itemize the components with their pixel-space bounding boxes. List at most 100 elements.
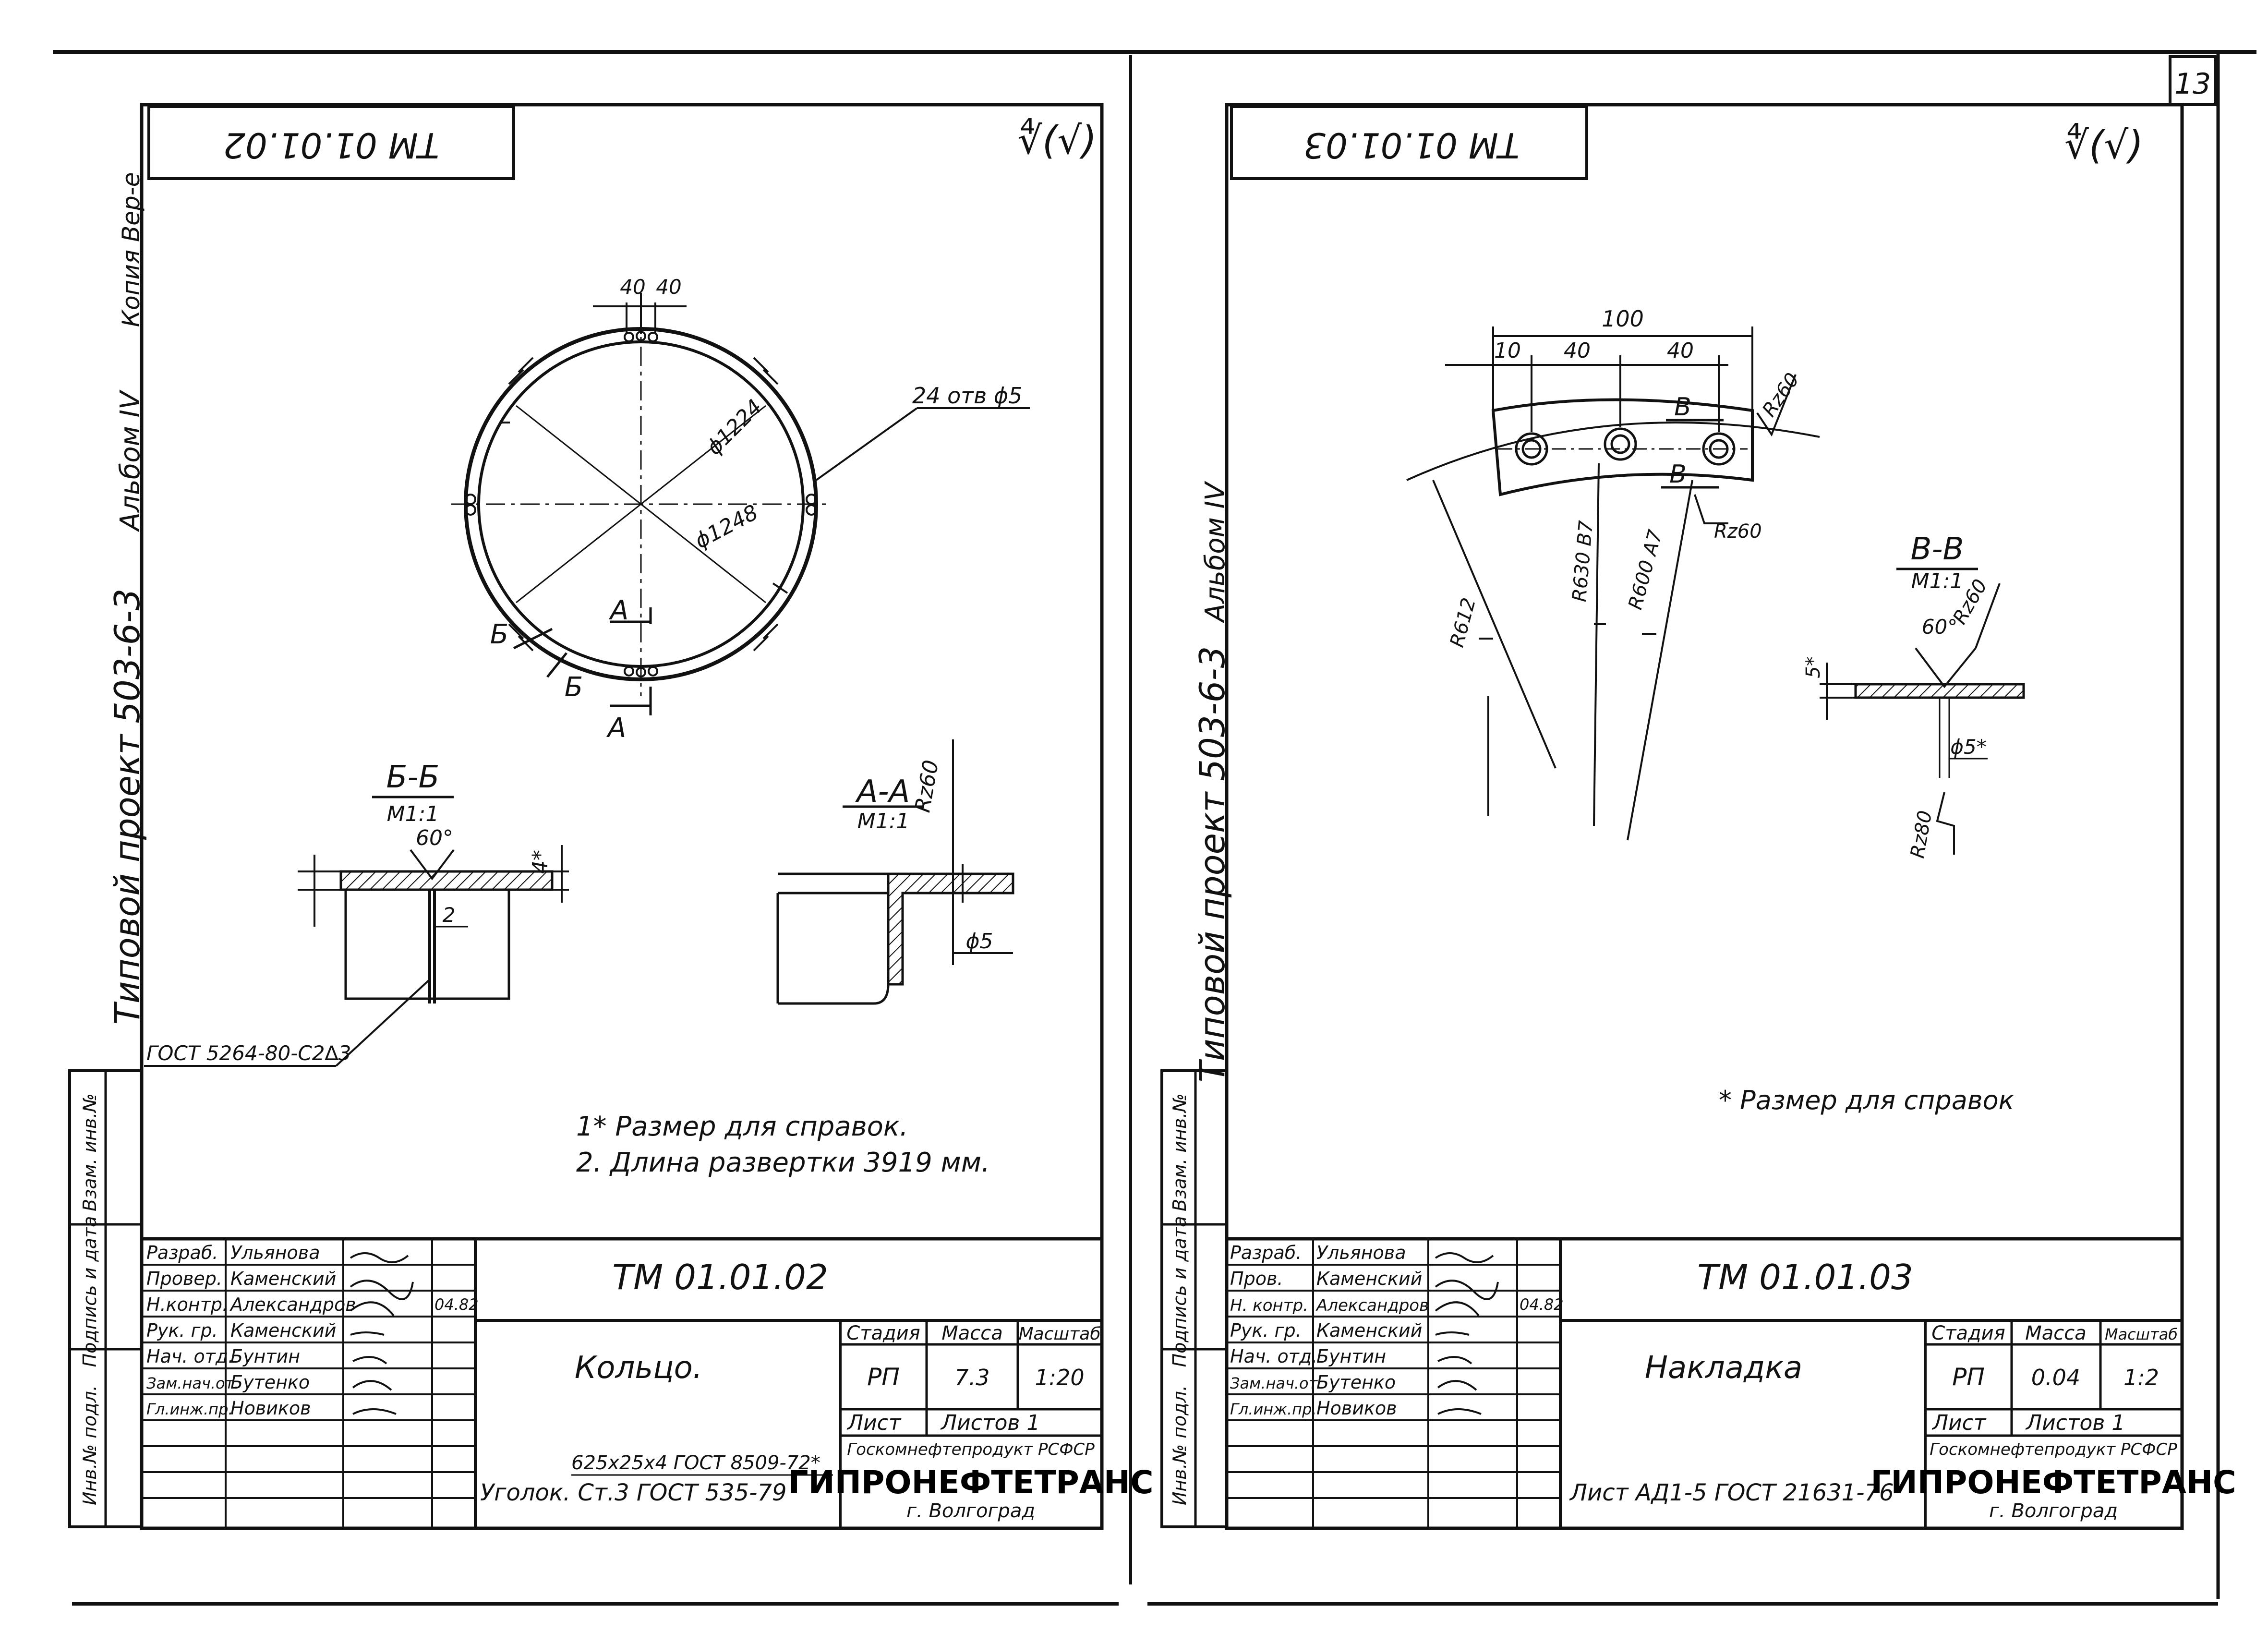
page-number-box <box>2169 55 2217 106</box>
right-name-2: Каменский <box>1316 1268 1422 1289</box>
section-vv-scale: М1:1 <box>1911 569 1964 593</box>
section-bb-thickness: 4* <box>528 850 553 874</box>
left-note-1: 1* Размер для справок. <box>576 1111 908 1142</box>
right-name-1: Ульянова <box>1316 1242 1406 1263</box>
plate-dim-40-a: 40 <box>1564 338 1591 363</box>
right-note-1: * Размер для справок <box>1719 1085 2015 1115</box>
left-corner-box <box>147 105 515 180</box>
ring-dim-d1224: ϕ1224 <box>702 395 767 460</box>
right-name-7: Новиков <box>1316 1398 1397 1419</box>
left-role-4: Рук. гр. <box>146 1320 218 1341</box>
ring-section-b-left: Б <box>490 619 508 650</box>
right-role-4: Рук. гр. <box>1230 1320 1302 1341</box>
plate-section-v-top: В <box>1674 393 1691 422</box>
left-date: 04.82 <box>434 1295 479 1314</box>
left-role-6: Зам.нач.от. <box>146 1374 239 1392</box>
page-number: 13 <box>2174 67 2211 101</box>
plate-section-v-bottom: В <box>1669 460 1687 489</box>
right-role-7: Гл.инж.пр. <box>1230 1400 1317 1418</box>
plate-r600: R600 А7 <box>1624 527 1666 612</box>
right-tb-org-line1: Госкомнефтепродукт РСФСР <box>1930 1440 2177 1459</box>
left-roughness-mark: ∜(√) <box>1018 118 1097 163</box>
plate-dim-40-b: 40 <box>1667 338 1694 363</box>
right-corner-code: ТМ 01.01.03 <box>1303 125 1520 165</box>
left-tb-sheets: Листов 1 <box>940 1411 1040 1435</box>
right-tb-code: ТМ 01.01.03 <box>1697 1257 1913 1297</box>
right-name-6: Бутенко <box>1316 1372 1396 1393</box>
right-tb-scale: 1:2 <box>2123 1365 2159 1390</box>
section-aa-roughness: Rz60 <box>910 758 943 814</box>
right-tb-material-1: Лист АД1-5 ГОСТ 21631-76 <box>1569 1479 1894 1506</box>
left-tb-org-line1: Госкомнефтепродукт РСФСР <box>847 1440 1095 1459</box>
ring-holes-label: 24 отв ϕ5 <box>912 383 1022 409</box>
section-vv-angle: 60° <box>1922 615 1957 639</box>
right-role-3: Н. контр. <box>1230 1296 1308 1315</box>
section-vv-rz-bottom: Rz80 <box>1906 809 1937 860</box>
left-note-2: 2. Длина развертки 3919 мм. <box>576 1147 990 1178</box>
section-vv-thickness: 5* <box>1802 656 1824 678</box>
ring-section-b-bottom: Б <box>565 672 583 703</box>
right-tb-city: г. Волгоград <box>1989 1500 2118 1522</box>
left-role-1: Разраб. <box>146 1242 218 1263</box>
right-title-block: Разраб. Ульянова Пров. Каменский Н. конт… <box>1225 1237 2236 1530</box>
ring-dim-40-a: 40 <box>620 275 645 299</box>
left-margin-cell-1: Инв.№ подл. <box>79 1385 100 1505</box>
left-signatures <box>350 1252 414 1415</box>
left-tb-sheet: Лист <box>846 1411 902 1435</box>
left-role-3: Н.контр. <box>146 1294 228 1315</box>
right-date: 04.82 <box>1520 1295 1564 1314</box>
left-margin-cell-2: Подпись и дата <box>79 1216 100 1367</box>
section-vv-title: В-В <box>1911 532 1964 567</box>
left-name-7: Новиков <box>230 1398 311 1419</box>
left-name-3: Александров <box>229 1294 356 1315</box>
plate-drawing: 100 10 40 40 Rz60 Rz60 В В R612 R630 В7 … <box>1406 306 1820 841</box>
right-tb-h-stage: Стадия <box>1931 1322 2005 1344</box>
right-tb-h-scale: Масштаб <box>2105 1325 2178 1343</box>
plate-dim-100: 100 <box>1602 306 1644 332</box>
right-tb-mass: 0.04 <box>2031 1365 2080 1390</box>
left-tb-mass: 7.3 <box>954 1365 989 1390</box>
left-margin-project: Типовой проект 503-6-3 <box>107 589 147 1025</box>
right-margin-cell-3: Взам. инв.№ <box>1169 1093 1190 1211</box>
left-name-6: Бутенко <box>230 1372 310 1393</box>
left-tb-h-scale: Масштаб <box>1018 1324 1100 1344</box>
section-bb-weld-ref: ГОСТ 5264-80-С2∆3 <box>146 1041 351 1065</box>
right-name-5: Бунтин <box>1316 1346 1386 1367</box>
right-role-5: Нач. отд. <box>1230 1346 1317 1367</box>
left-tb-stage: РП <box>867 1363 900 1391</box>
section-vv: В-В М1:1 60° Rz60 5* ϕ5* Rz80 <box>1802 532 2025 860</box>
ring-drawing: 40 40 24 отв ϕ5 ϕ1224 ϕ1248 А А Б Б <box>451 275 1030 744</box>
left-tb-name: Кольцо. <box>575 1350 702 1386</box>
right-tb-h-mass: Масса <box>2025 1322 2087 1344</box>
section-aa-hole: ϕ5 <box>965 929 993 954</box>
left-tb-code: ТМ 01.01.02 <box>612 1257 828 1297</box>
section-bb-gap: 2 <box>443 903 456 927</box>
section-bb-angle: 60° <box>416 826 453 850</box>
right-margin-cell-2: Подпись и дата <box>1169 1216 1190 1367</box>
left-name-4: Каменский <box>230 1320 336 1341</box>
plate-r612: R612 <box>1446 595 1480 649</box>
left-tb-scale: 1:20 <box>1035 1365 1084 1390</box>
left-margin-cell-3: Взам. инв.№ <box>79 1093 100 1211</box>
left-tb-h-stage: Стадия <box>846 1322 920 1344</box>
left-tb-city: г. Волгоград <box>906 1500 1035 1522</box>
right-corner-box <box>1230 105 1588 180</box>
section-aa: А-А М1:1 Rz60 ϕ5 <box>776 739 1014 1005</box>
right-name-4: Каменский <box>1316 1320 1422 1341</box>
ring-dim-40-b: 40 <box>656 275 681 299</box>
section-bb: Б-Б М1:1 60° 4* 2 ГОСТ 5264-80-С2∆3 <box>144 760 569 1067</box>
right-margin-cell-1: Инв.№ подл. <box>1169 1385 1190 1505</box>
right-margin-album: Альбом IV <box>1200 481 1231 623</box>
plate-r630: R630 В7 <box>1568 520 1598 603</box>
left-tb-org: ГИПРОНЕФТЕТРАНС <box>788 1464 1153 1501</box>
left-corner-code: ТМ 01.01.02 <box>223 125 439 165</box>
left-role-5: Нач. отд. <box>146 1346 234 1367</box>
left-tb-material-2: Уголок. Ст.3 ГОСТ 535-79 <box>480 1479 787 1506</box>
ring-section-a-bottom: А <box>606 713 626 744</box>
right-name-3: Александров <box>1315 1296 1429 1315</box>
right-roughness-mark: ∜(√) <box>2064 122 2143 168</box>
section-aa-scale: М1:1 <box>857 809 910 834</box>
section-vv-hole: ϕ5* <box>1950 735 1986 759</box>
sheet-left: ТМ 01.01.02 ∜(√) Копия Вер-е Альбом IV Т… <box>68 103 1154 1530</box>
